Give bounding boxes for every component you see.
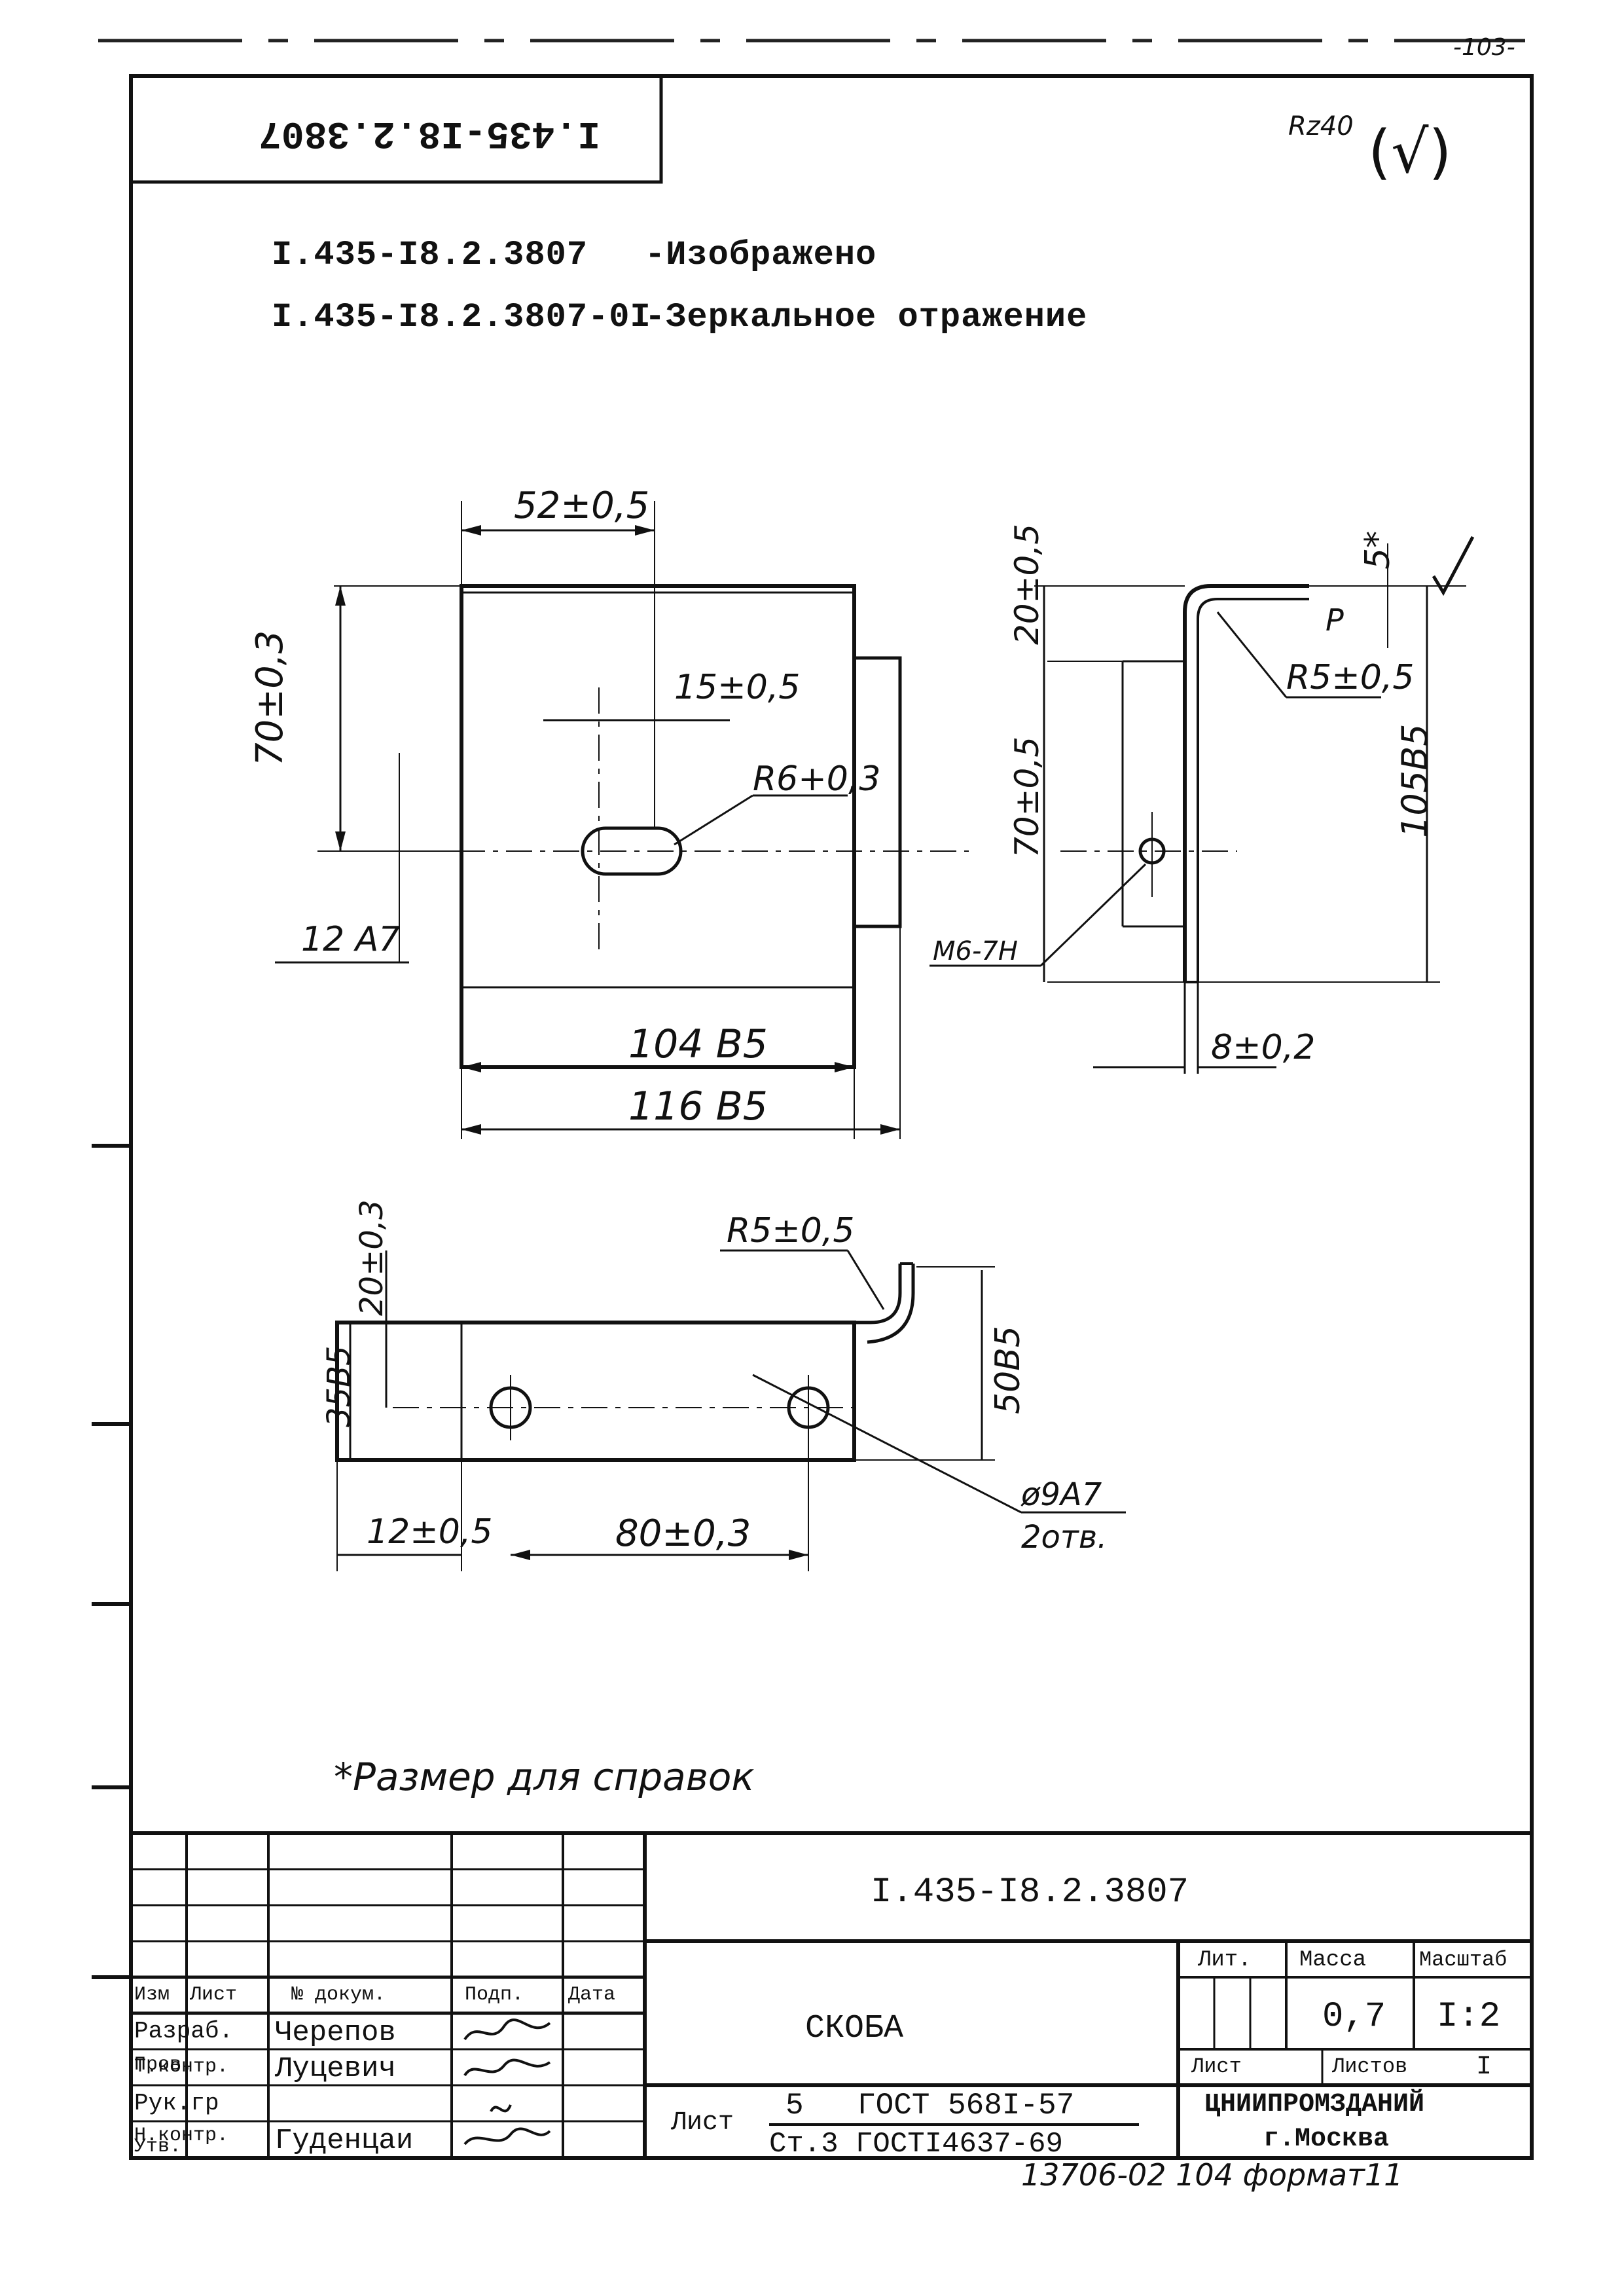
binding-marks	[92, 1144, 131, 1979]
tb-name-group-lead: Гуденцаи	[275, 2125, 414, 2157]
tb-name-developer: Черепов	[275, 2016, 396, 2049]
tb-role-group-lead: Рук.гр	[134, 2090, 219, 2117]
tb-header-sign: Подп.	[465, 1984, 524, 2006]
tb-part-name: СКОБА	[805, 2010, 904, 2047]
dim-front-slot-height: 70±0,3	[249, 630, 291, 766]
tb-material-prefix: Лист	[671, 2108, 734, 2138]
tb-city: г.Москва	[1263, 2125, 1390, 2154]
title-block-grid	[131, 1831, 1532, 2158]
tb-role-tech-control: Т.контр.	[134, 2056, 229, 2078]
dim-side-p: P	[1326, 602, 1344, 638]
tb-material-gost1: ГОСТ 568I-57	[857, 2089, 1075, 2123]
note-text-1: -Изображено	[645, 236, 877, 274]
sheet-frame	[129, 74, 1534, 2160]
tb-mass-value: 0,7	[1322, 1997, 1386, 2037]
page-number: -103-	[1453, 34, 1515, 61]
tb-header-doc-no: № докум.	[291, 1984, 386, 2006]
dim-plan-top: 20±0,3	[353, 1199, 390, 1316]
signatures	[463, 2018, 551, 2145]
tb-doc-code: I.435-I8.2.3807	[871, 1872, 1189, 1912]
note-text-2: -Зеркальное отражение	[645, 298, 1088, 337]
dim-plan-radius: R5±0,5	[727, 1211, 855, 1250]
dim-side-top: 20±0,5	[1008, 523, 1046, 645]
dim-plan-left: 35B5	[321, 1345, 357, 1427]
dim-front-top-width: 52±0,5	[514, 484, 650, 527]
side-view	[929, 536, 1475, 1074]
tb-sheets-label: Листов	[1332, 2054, 1408, 2079]
dim-plan-right: 50B5	[988, 1326, 1028, 1414]
tb-mass-label: Масса	[1299, 1948, 1367, 1973]
tb-scale-label: Масштаб	[1419, 1948, 1507, 1972]
tb-material-gost2: Ст.3 ГОСТI4637-69	[769, 2128, 1063, 2161]
tb-lit-label: Лит.	[1198, 1948, 1252, 1973]
dim-side-mid: 70±0,5	[1008, 736, 1046, 858]
tb-role-developer: Разраб.	[134, 2018, 234, 2045]
tb-material-thickness: 5	[785, 2089, 804, 2123]
tb-role-approved: Утв.	[134, 2136, 182, 2158]
dim-plan-hole: ø9A7	[1021, 1476, 1102, 1513]
dim-front-width-outer: 116 B5	[628, 1084, 768, 1129]
dim-front-slot-radius: R6+0,3	[753, 759, 881, 799]
tb-scale-value: I:2	[1437, 1997, 1501, 2037]
tb-name-checker: Луцевич	[275, 2053, 396, 2085]
dim-side-thickness: 8±0,2	[1211, 1028, 1316, 1067]
tb-sheets-count: I	[1476, 2053, 1492, 2082]
top-stamp-box	[129, 74, 663, 184]
dim-plan-edge: 12±0,5	[367, 1512, 493, 1552]
note-code-2: I.435-I8.2.3807-0I	[272, 298, 651, 337]
dim-side-radius: R5±0,5	[1286, 658, 1415, 697]
footnote: *Размер для справок	[334, 1755, 755, 1799]
side-view-outer	[1183, 584, 1309, 982]
dim-side-ref: 5*	[1358, 530, 1398, 570]
tb-role-norm-control: Н.контр.	[134, 2125, 229, 2147]
note-code-1: I.435-I8.2.3807	[272, 236, 588, 274]
front-view	[275, 501, 969, 1139]
plan-view-outline	[335, 1321, 856, 1462]
tb-sheet-label: Лист	[1191, 2054, 1242, 2079]
dim-front-slot-offset: 12 A7	[301, 920, 401, 959]
dim-front-slot-width: 15±0,5	[674, 668, 801, 707]
roughness-paren: (√)	[1368, 118, 1452, 187]
top-stamp-mirrored: I.435-I8.2.3807	[259, 111, 601, 154]
roughness-symbol: Rz40	[1288, 111, 1354, 141]
front-slot	[581, 826, 683, 876]
tb-header-izm: Изм	[134, 1984, 170, 2006]
bottom-handwriting: 13706-02 104 формат11	[1021, 2157, 1403, 2193]
tb-header-date: Дата	[568, 1984, 616, 2006]
dim-side-thread: M6-7H	[933, 936, 1018, 966]
tb-organization: ЦНИИПРОМЗДАНИЙ	[1204, 2090, 1425, 2119]
dim-side-total: 105B5	[1394, 723, 1435, 838]
plan-view	[335, 1249, 1126, 1571]
dim-plan-spacing: 80±0,3	[615, 1512, 751, 1555]
dim-front-width-inner: 104 B5	[628, 1021, 768, 1067]
tb-header-list: Лист	[190, 1984, 238, 2006]
tb-role-checker: Пров.	[134, 2054, 194, 2076]
dim-plan-hole-count: 2отв.	[1021, 1519, 1108, 1556]
